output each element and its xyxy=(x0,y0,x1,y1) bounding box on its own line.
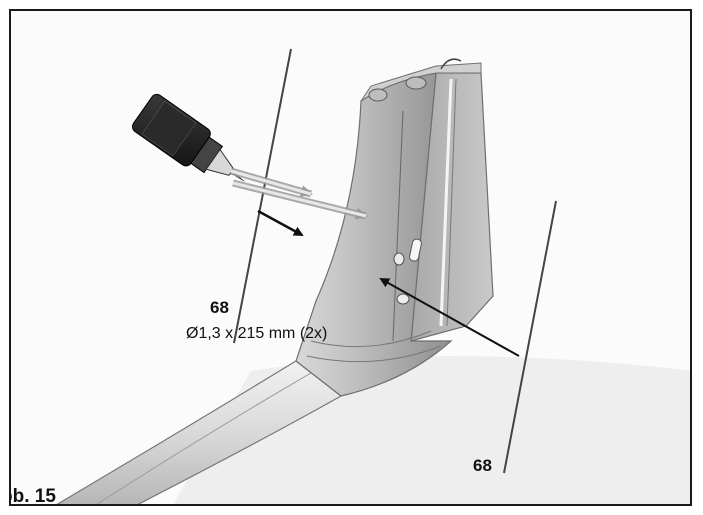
assembly-illustration xyxy=(56,48,690,504)
vertical-fin xyxy=(295,58,494,397)
figure-caption: bb. 15 xyxy=(11,486,56,506)
arrow-left-wire xyxy=(257,209,304,237)
part-number-label-right: 68 xyxy=(473,456,492,475)
arrow-right-wire xyxy=(379,278,520,357)
part-number-label-left: 68 xyxy=(210,298,229,317)
wire-left xyxy=(233,48,292,344)
tail-boom xyxy=(56,360,343,504)
wire-right xyxy=(503,200,557,474)
figure-frame: 68 Ø1,3 x 215 mm (2x) 68 bb. 15 xyxy=(9,9,692,506)
glue-arrows xyxy=(230,167,368,220)
glue-bottle xyxy=(131,93,245,182)
wire-spec-label: Ø1,3 x 215 mm (2x) xyxy=(186,325,328,342)
